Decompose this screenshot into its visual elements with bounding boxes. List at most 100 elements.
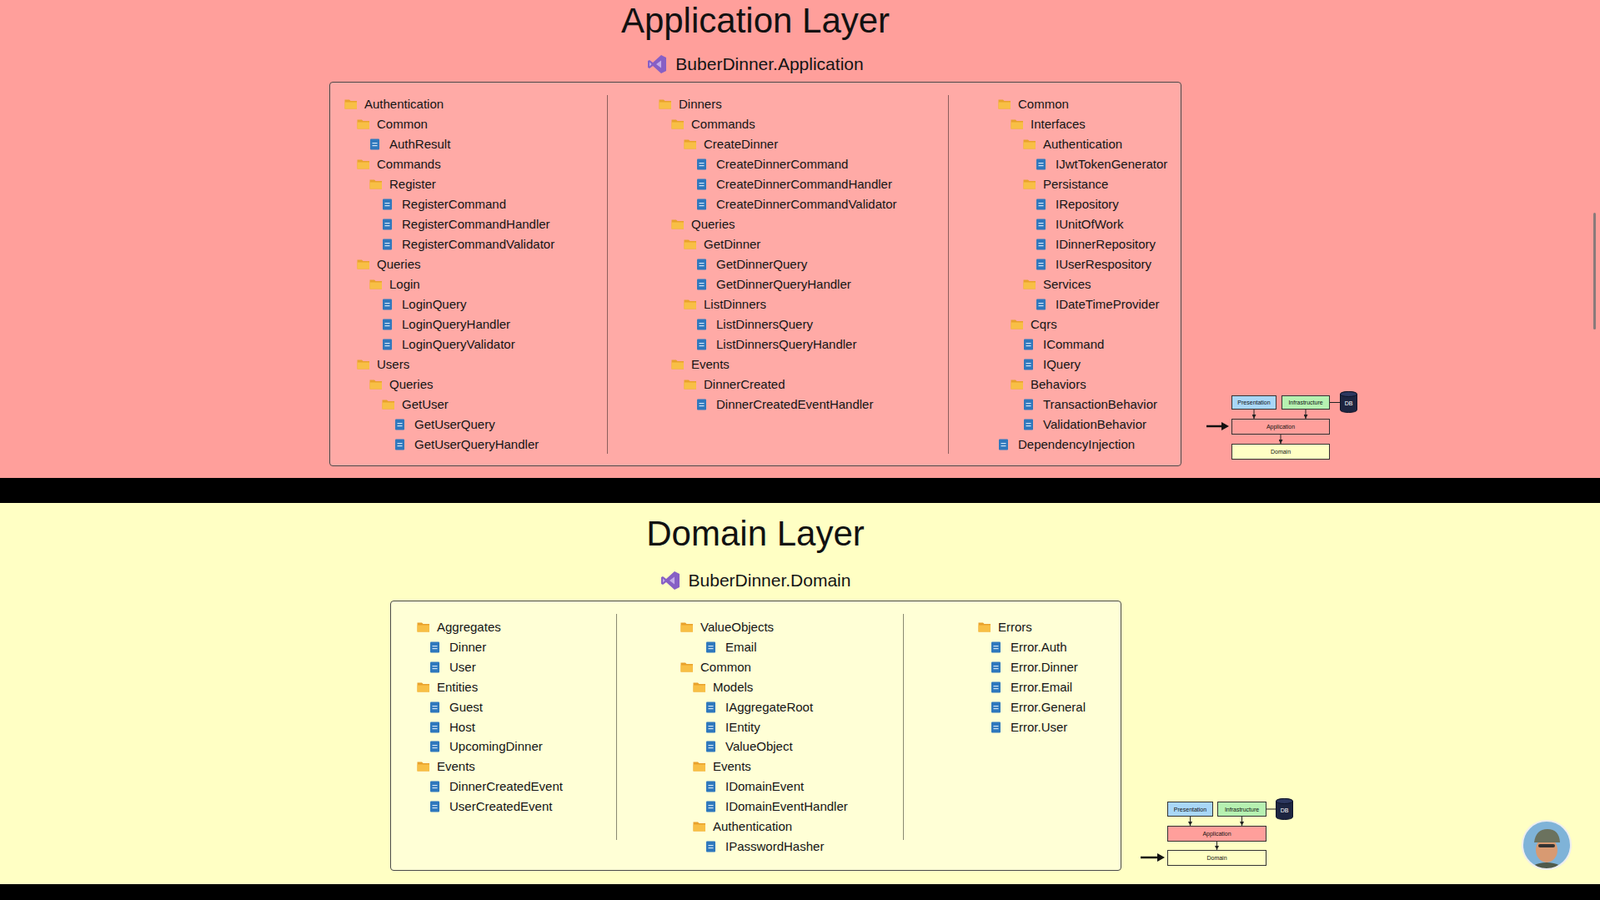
folder-front [357, 162, 371, 170]
tree-row: DinnerCreated [683, 374, 786, 395]
csharp-file-icon [705, 701, 726, 713]
folder-icon [671, 118, 692, 131]
folder-icon [1023, 178, 1044, 191]
file-mark [385, 302, 391, 304]
folder-back [684, 380, 698, 390]
tree-row: Email [705, 636, 758, 658]
file-body [430, 721, 440, 733]
file-mark [993, 687, 999, 689]
layer-name: Domain [1206, 854, 1227, 861]
layer-box: Application [1231, 418, 1330, 435]
tree-row: ListDinners [683, 294, 767, 315]
file-mark [432, 747, 438, 748]
file-name: ValueObject [725, 736, 793, 757]
folder-front [659, 102, 673, 110]
folder-name: Users [376, 354, 410, 375]
folder-icon [356, 258, 377, 271]
folder-back [681, 662, 694, 672]
csharp-file-icon [429, 641, 450, 653]
folder-name: Authentication [1043, 134, 1123, 155]
folder-front [693, 684, 707, 692]
file-body [697, 159, 707, 171]
folder-icon [416, 621, 437, 633]
tree-row: IQuery [1023, 354, 1081, 375]
file-mark [708, 725, 714, 727]
tree-row: GetDinnerQuery [696, 254, 808, 275]
tree-row: GetDinner [683, 234, 761, 255]
tree-row: Queries [356, 254, 422, 275]
folder-icon [998, 98, 1019, 111]
folder-name: Services [1043, 274, 1092, 295]
scrollbar-thumb [1593, 212, 1596, 330]
folder-back [357, 120, 371, 130]
file-mark [699, 342, 705, 344]
folder-back [998, 100, 1012, 110]
tree-row: ValueObjects [680, 616, 774, 637]
file-mark [993, 685, 999, 687]
tree-row: Users [356, 354, 410, 375]
folder-name: Events [691, 354, 730, 375]
tree-row: Events [692, 756, 752, 777]
folder-icon [356, 118, 377, 131]
csharp-file-icon [696, 398, 717, 411]
folder-name: Behaviors [1030, 374, 1087, 395]
pointer-arrow [1206, 425, 1224, 428]
folder-icon [692, 820, 713, 833]
file-mark [993, 645, 999, 647]
tree-row: IDinnerRepository [1035, 234, 1156, 255]
folder-name: Register [389, 174, 437, 195]
file-name: IUserRespository [1055, 254, 1152, 275]
csharp-file-icon [381, 298, 402, 311]
folder-name: Queries [376, 254, 422, 275]
folder-front [1011, 382, 1024, 390]
folder-icon [344, 98, 365, 111]
folder-front [684, 242, 698, 250]
file-body [697, 399, 707, 411]
file-name: DinnerCreatedEventHandler [716, 394, 873, 415]
csharp-file-icon [1023, 418, 1044, 431]
icon-shape [661, 571, 680, 590]
file-mark [1026, 405, 1032, 407]
file-mark [993, 727, 999, 729]
layer-box: Presentation [1231, 395, 1277, 410]
file-name: Dinner [449, 636, 487, 658]
file-name: LoginQuery [401, 294, 467, 315]
tree-row: UserCreatedEvent [429, 796, 552, 817]
file-mark [708, 645, 714, 647]
tree-row: GetUserQueryHandler [394, 434, 539, 455]
folder-name: Queries [389, 374, 434, 395]
file-mark [708, 804, 714, 806]
tree-row: Error.Email [990, 677, 1073, 698]
file-name: Email [725, 636, 758, 658]
folder-back [659, 100, 673, 110]
tree-row: Queries [671, 214, 736, 235]
folder-icon [683, 378, 704, 391]
folder-front [1011, 322, 1024, 330]
tree-row: Events [671, 354, 730, 375]
avatar-body [1528, 862, 1565, 883]
tree-row: RegisterCommandHandler [381, 214, 551, 235]
tree-row: ValueObject [705, 736, 793, 757]
csharp-file-icon [369, 138, 390, 151]
csharp-file-icon [696, 158, 717, 171]
file-body [430, 781, 440, 793]
file-mark [1038, 165, 1044, 166]
file-body [697, 319, 707, 331]
folder-icon [978, 621, 999, 633]
project-name: BuberDinner.Application [675, 53, 863, 76]
file-name: RegisterCommandValidator [401, 234, 555, 255]
file-body [430, 801, 440, 813]
tree-row: Behaviors [1010, 374, 1087, 395]
file-name: Error.User [1010, 717, 1068, 738]
tree-row: Error.General [990, 697, 1086, 718]
file-mark [699, 402, 705, 404]
tree-row: Authentication [1023, 134, 1123, 155]
file-name: IDomainEventHandler [725, 796, 848, 817]
tree-row: IPasswordHasher [705, 836, 824, 857]
tree-row: Error.User [990, 717, 1068, 738]
layer-heading: Domain Layer [646, 513, 864, 554]
folder-back [417, 682, 431, 692]
folder-name: Common [376, 114, 428, 135]
dependency-arrow [1266, 808, 1276, 810]
